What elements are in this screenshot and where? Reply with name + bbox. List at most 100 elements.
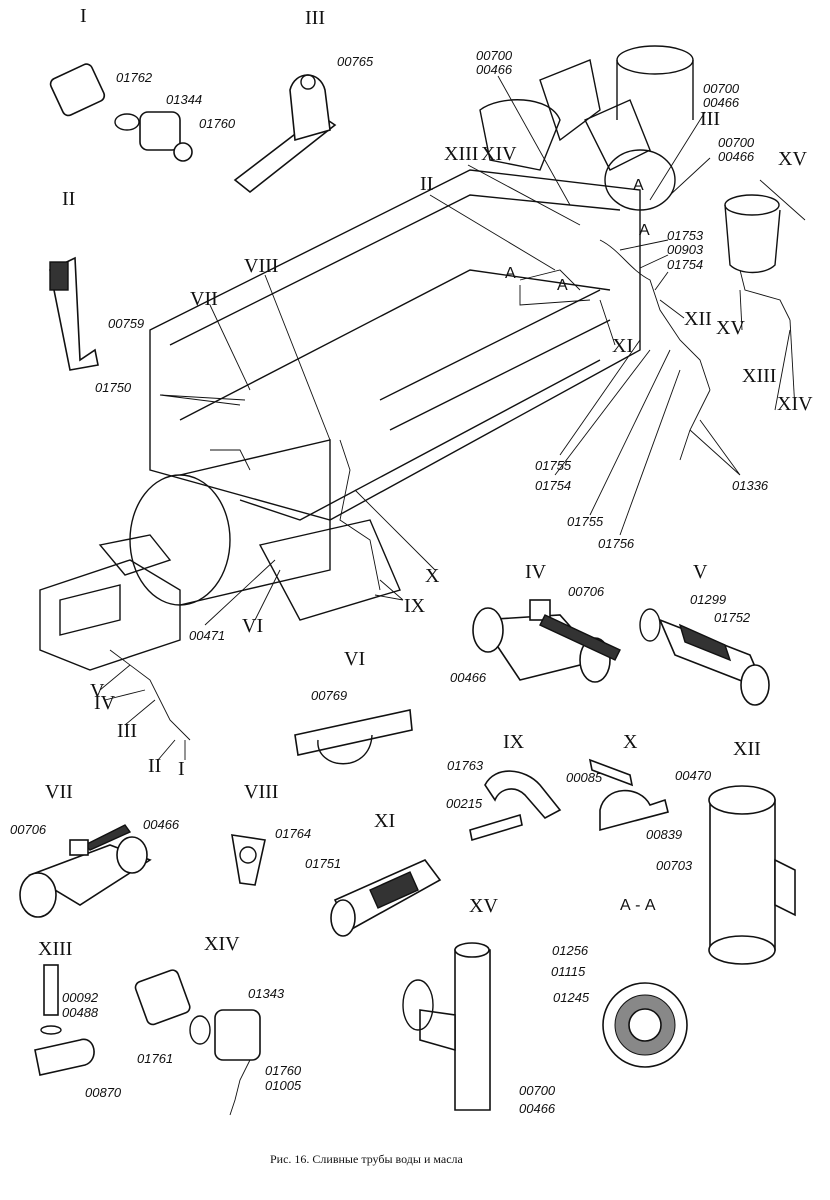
label-00700-right2: 00700 <box>718 135 755 150</box>
roman-vii-main: VII <box>190 288 218 310</box>
label-00092: 00092 <box>62 990 99 1005</box>
label-01115: 01115 <box>551 964 586 979</box>
label-01760-top: 01760 <box>199 116 236 131</box>
section-marks: А - А А А А А <box>505 177 656 914</box>
label-00488: 00488 <box>62 1005 99 1020</box>
detail-vii <box>19 824 152 918</box>
label-01750: 01750 <box>95 380 132 395</box>
engine-assembly <box>39 45 806 741</box>
label-01755-a: 01755 <box>535 458 572 473</box>
label-00471: 00471 <box>189 628 225 643</box>
detail-xi <box>330 859 442 937</box>
detail-iii <box>233 74 337 194</box>
roman-xv-detail: XV <box>469 895 498 917</box>
roman-i-top: I <box>80 5 87 27</box>
label-01344: 01344 <box>166 92 202 107</box>
detail-v <box>639 608 770 706</box>
roman-v-main: V <box>90 680 105 702</box>
roman-iii-main: III <box>700 108 720 130</box>
label-01762: 01762 <box>116 70 153 85</box>
label-00703: 00703 <box>656 858 693 873</box>
label-00470: 00470 <box>675 768 712 783</box>
label-00085: 00085 <box>566 770 603 785</box>
detail-i <box>49 63 193 162</box>
label-01754-top: 01754 <box>667 257 703 272</box>
label-00870: 00870 <box>85 1085 122 1100</box>
label-01755-b: 01755 <box>567 514 604 529</box>
label-01005: 01005 <box>265 1078 302 1093</box>
section-aa-label: А - А <box>620 897 656 914</box>
roman-xv-main: XV <box>778 148 807 170</box>
leader-lines <box>99 75 796 761</box>
roman-vi-detail: VI <box>344 648 365 670</box>
label-00466-right: 00466 <box>703 95 740 110</box>
detail-ix <box>469 770 562 842</box>
cut-mark-a-left: А <box>505 265 516 282</box>
label-00700-right: 00700 <box>703 81 740 96</box>
roman-xi-detail: XI <box>374 810 395 832</box>
label-01763: 01763 <box>447 758 484 773</box>
detail-iv <box>472 599 621 683</box>
label-00466-right2: 00466 <box>718 149 755 164</box>
roman-x-detail: X <box>623 731 638 753</box>
detail-viii <box>231 834 266 886</box>
cut-mark-a-bottom: А <box>639 222 650 239</box>
roman-ii-top: II <box>62 188 75 210</box>
roman-ix-detail: IX <box>503 731 525 753</box>
label-01760-bottom: 01760 <box>265 1063 302 1078</box>
roman-xiv-detail: XIV <box>204 933 240 955</box>
roman-ii-main: II <box>420 173 433 195</box>
label-01752: 01752 <box>714 610 751 625</box>
roman-xiv-right: XIV <box>777 393 813 415</box>
roman-vi-main: VI <box>242 615 263 637</box>
roman-xiii-detail: XIII <box>38 938 72 960</box>
label-01753: 01753 <box>667 228 704 243</box>
label-00765: 00765 <box>337 54 374 69</box>
detail-xiii <box>34 964 95 1076</box>
roman-iii-left: III <box>117 720 137 742</box>
detail-xiv <box>134 969 261 1116</box>
detail-xii <box>708 785 796 965</box>
roman-xv-bucket: XV <box>716 317 745 339</box>
label-01245: 01245 <box>553 990 590 1005</box>
roman-v-detail: V <box>693 561 708 583</box>
label-00700-xv: 00700 <box>519 1083 556 1098</box>
label-00903: 00903 <box>667 242 704 257</box>
roman-xiv-main: XIV <box>481 143 517 165</box>
roman-i-left: I <box>178 758 185 780</box>
detail-vi <box>294 709 413 765</box>
roman-ii-left: II <box>148 755 161 777</box>
roman-vii-detail: VII <box>45 781 73 803</box>
roman-ix-main: IX <box>404 595 426 617</box>
label-00706-iv: 00706 <box>568 584 605 599</box>
label-01764: 01764 <box>275 826 311 841</box>
label-00466-xv: 00466 <box>519 1101 556 1116</box>
label-00839: 00839 <box>646 827 682 842</box>
label-01756: 01756 <box>598 536 635 551</box>
detail-x <box>588 758 669 832</box>
label-00466-iv: 00466 <box>450 670 487 685</box>
roman-xii-main: XII <box>684 308 712 330</box>
roman-xiii-main: XIII <box>444 143 478 165</box>
label-01299: 01299 <box>690 592 726 607</box>
label-01256: 01256 <box>552 943 589 958</box>
part-labels: 00700 00466 00700 00466 00700 00466 0175… <box>10 48 769 1116</box>
label-00759: 00759 <box>108 316 144 331</box>
figure-caption: Рис. 16. Сливные трубы воды и масла <box>270 1152 464 1166</box>
roman-labels: I III II VIII VII II XIII XIV III XV XII… <box>38 5 813 960</box>
detail-xv <box>402 942 491 1111</box>
label-01343: 01343 <box>248 986 285 1001</box>
label-00769: 00769 <box>311 688 347 703</box>
roman-xii-detail: XII <box>733 738 761 760</box>
cut-mark-a-top: А <box>633 177 644 194</box>
roman-iv-main: IV <box>94 692 116 714</box>
label-01761: 01761 <box>137 1051 173 1066</box>
roman-iii-top: III <box>305 7 325 29</box>
roman-xiii-right: XIII <box>742 365 776 387</box>
label-00700-top: 00700 <box>476 48 513 63</box>
detail-ii <box>49 256 99 371</box>
label-00466-top: 00466 <box>476 62 513 77</box>
section-aa <box>602 982 688 1068</box>
label-00466-vii: 00466 <box>143 817 180 832</box>
